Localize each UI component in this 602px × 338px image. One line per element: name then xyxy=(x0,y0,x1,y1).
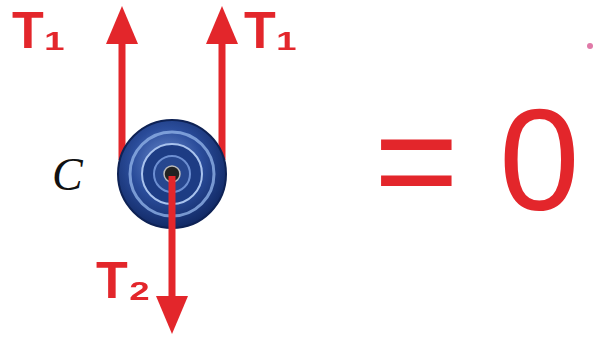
force-label: T₂ xyxy=(96,254,151,306)
force-arrowhead xyxy=(206,6,238,44)
decor-dot xyxy=(587,43,593,49)
force-arrow-shaft xyxy=(119,40,126,160)
force-label: T₁ xyxy=(12,4,65,56)
force-arrow-shaft xyxy=(219,40,226,160)
force-arrow-shaft xyxy=(169,176,176,298)
force-arrowhead xyxy=(156,296,188,334)
equation-text: = 0 xyxy=(374,88,580,233)
point-label: C xyxy=(52,152,83,198)
force-label: T₁ xyxy=(244,4,297,56)
force-arrowhead xyxy=(106,6,138,44)
